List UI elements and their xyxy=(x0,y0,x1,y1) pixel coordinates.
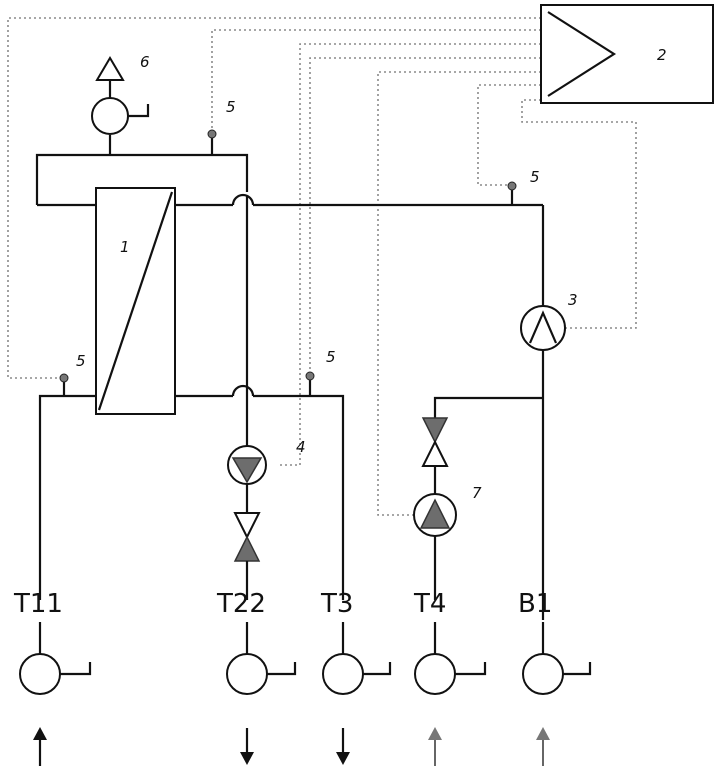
meter-t3-icon xyxy=(322,653,364,695)
control-line-t11-sensor xyxy=(7,17,541,379)
pump-4-label: 4 xyxy=(296,438,306,456)
control-line-top-sensor xyxy=(211,29,541,132)
top-manifold: 6 xyxy=(35,53,249,207)
pump-4: 4 xyxy=(227,438,306,485)
sensor-top-label: 5 xyxy=(226,98,236,116)
sensor-t11-label: 5 xyxy=(76,352,86,370)
heat-exchanger: 1 xyxy=(95,187,176,415)
valve-t4-icon xyxy=(421,417,449,467)
control-line-pump-7 xyxy=(377,71,541,516)
control-line-pump-3 xyxy=(521,99,637,329)
sensor-supply-icon xyxy=(507,181,517,191)
terminal-t11-label: T11 xyxy=(13,589,63,619)
sensors: 5 5 5 5 xyxy=(59,98,540,396)
sensor-t3-icon xyxy=(305,371,315,381)
pump-3-label: 3 xyxy=(568,291,578,309)
arrow-down-icon xyxy=(336,728,350,765)
valve-t22-icon xyxy=(233,512,261,562)
sensor-t3-label: 5 xyxy=(326,348,336,366)
terminal-labels: T11 T22 T3 T4 B1 xyxy=(13,589,552,619)
arrow-up-icon xyxy=(428,727,442,766)
meter-t11-icon xyxy=(19,653,61,695)
terminal-t3-label: T3 xyxy=(320,589,353,619)
pump-3: 3 xyxy=(520,291,578,351)
meter-b1-icon xyxy=(522,653,564,695)
control-line-pump-4 xyxy=(278,43,541,466)
control-lines xyxy=(7,17,637,516)
terminal-b1-label: B1 xyxy=(518,589,552,619)
arrow-up-icon xyxy=(536,727,550,766)
sensor-supply-label: 5 xyxy=(530,168,540,186)
controller-unit: 2 xyxy=(540,4,714,104)
terminal-t22-label: T22 xyxy=(216,589,266,619)
sensor-top-icon xyxy=(207,129,217,139)
control-line-t3-sensor xyxy=(309,57,541,375)
terminal-meters xyxy=(19,622,592,695)
controller-label: 2 xyxy=(657,46,667,64)
heat-exchanger-label: 1 xyxy=(120,238,130,256)
pump-7: 7 xyxy=(413,484,482,537)
control-line-supply-sensor xyxy=(477,84,541,186)
controller-box xyxy=(540,4,714,104)
arrow-up-icon xyxy=(33,727,47,766)
vent-triangle-icon xyxy=(95,56,125,81)
amplifier-triangle-icon xyxy=(547,11,617,97)
meter-6-icon xyxy=(91,97,129,135)
sensor-t11-icon xyxy=(59,373,69,383)
return-line xyxy=(38,384,345,600)
meter-t22-icon xyxy=(226,653,268,695)
terminal-t4-label: T4 xyxy=(413,589,446,619)
meter-t4-icon xyxy=(414,653,456,695)
flow-arrows xyxy=(33,727,550,766)
meter-6-label: 6 xyxy=(140,53,150,71)
supply-line xyxy=(175,193,545,448)
pump-7-label: 7 xyxy=(472,484,482,502)
arrow-down-icon xyxy=(240,728,254,765)
